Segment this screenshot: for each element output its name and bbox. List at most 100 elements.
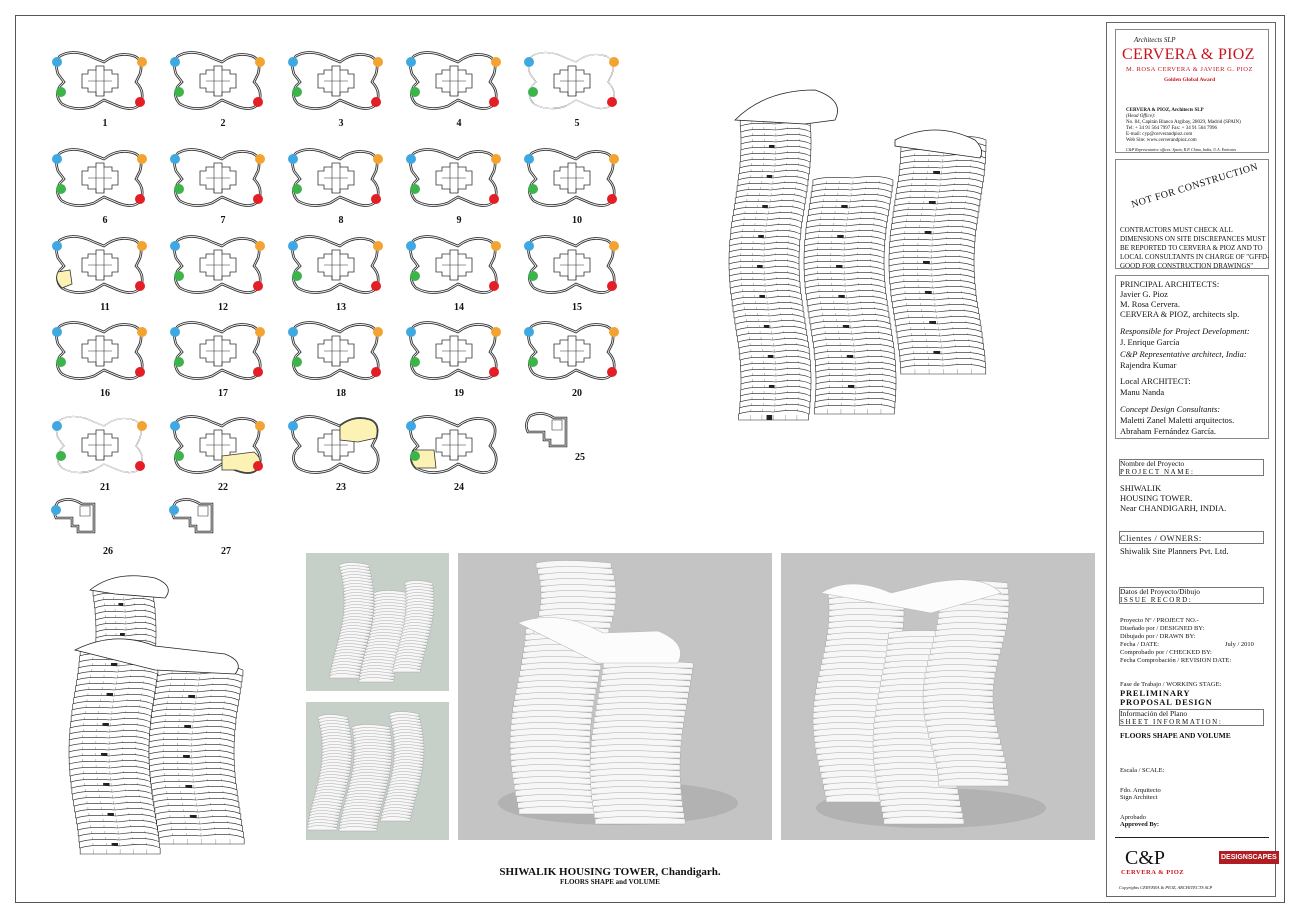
floor-plan-label-19: 19: [454, 388, 464, 399]
render-slab: [539, 602, 616, 611]
office-phone: Tel: + 34 91 564 7997 Fax: + 34 91 564 7…: [1126, 126, 1217, 131]
corner-marker: [371, 281, 381, 291]
floor-plan-12: [170, 235, 265, 294]
corner-marker: [491, 241, 501, 251]
render-slab: [590, 786, 682, 795]
floor-plan-label-15: 15: [572, 302, 582, 313]
render-slab: [593, 714, 685, 723]
render-slab: [922, 694, 994, 703]
render-slab: [922, 688, 994, 697]
render-slab: [880, 798, 961, 807]
render-slab: [828, 614, 904, 623]
floor-plan-label-2: 2: [220, 118, 226, 129]
corner-marker: [255, 241, 265, 251]
corner-marker: [52, 241, 62, 251]
project-name-label-box: [1119, 459, 1264, 476]
corner-marker: [288, 327, 298, 337]
corner-marker: [410, 87, 420, 97]
render-slab: [877, 786, 959, 795]
corner-marker: [406, 327, 416, 337]
corner-marker: [292, 357, 302, 367]
render-roof: [517, 617, 681, 664]
consultants-label: Concept Design Consultants:: [1120, 404, 1221, 414]
corner-marker: [491, 154, 501, 164]
floor-plan-label-22: 22: [218, 482, 228, 493]
contractor-notice: CONTRACTORS MUST CHECK ALL DIMENSIONS ON…: [1120, 226, 1270, 270]
floor-plan-label-6: 6: [102, 215, 108, 226]
floor-plan-label-18: 18: [336, 388, 346, 399]
render-slab: [878, 792, 960, 801]
render-tower-c: [392, 580, 435, 673]
plan-core: [551, 419, 563, 431]
corner-marker: [135, 281, 145, 291]
corner-marker: [292, 184, 302, 194]
floor-plan-label-23: 23: [336, 482, 346, 493]
render-slab: [596, 696, 688, 705]
render-slab: [936, 622, 1007, 631]
floor-plan-label-5: 5: [574, 118, 580, 129]
isometric-view-left: [68, 575, 245, 855]
floor-plan-16: [52, 321, 147, 380]
corner-marker: [292, 87, 302, 97]
render-slab: [936, 760, 1007, 769]
title-block: Architects SLP CERVERA & PIOZ M. ROSA CE…: [1106, 22, 1279, 897]
render-slab: [540, 596, 616, 605]
isometric-view-right: [728, 89, 987, 421]
floor-plan-label-3: 3: [338, 118, 344, 129]
owners-name: Shiwalik Site Planners Pvt. Ltd.: [1120, 546, 1229, 556]
office-address: CERVERA & PIOZ, Architects SLP (Head Off…: [1126, 108, 1271, 153]
corner-marker: [288, 241, 298, 251]
floor-plan-3: [288, 51, 383, 110]
floor-plan-14: [406, 235, 501, 294]
floor-plan-6: [52, 148, 147, 207]
corner-marker: [52, 154, 62, 164]
corner-marker: [373, 154, 383, 164]
corner-marker: [253, 461, 263, 471]
project-name-2: HOUSING TOWER.: [1120, 493, 1193, 503]
floor-plan-label-9: 9: [456, 215, 462, 226]
logo-tagline: Architects SLP: [1134, 36, 1176, 44]
corner-marker: [170, 241, 180, 251]
corner-marker: [371, 367, 381, 377]
render-slab: [599, 684, 690, 693]
tower-roof-d: [73, 638, 239, 675]
sheet-info-label-box: [1119, 709, 1264, 726]
floor-plan-label-26: 26: [103, 546, 113, 557]
render-tower-a: [306, 714, 353, 831]
render-thumbnail-2: [306, 702, 449, 840]
render-volume-2: [781, 553, 1095, 840]
corner-marker: [255, 57, 265, 67]
floor-plan-4: [406, 51, 501, 110]
render-slab: [590, 774, 681, 783]
floor-plan-label-1: 1: [102, 118, 108, 129]
tower-dark-window: [766, 415, 773, 420]
issue-record-label-box: [1119, 587, 1264, 604]
plan-core: [197, 505, 209, 517]
corner-marker: [491, 327, 501, 337]
floor-plan-label-20: 20: [572, 388, 582, 399]
sheet-info-label-en: SHEET INFORMATION:: [1120, 718, 1223, 726]
corner-marker: [373, 327, 383, 337]
corner-marker: [174, 357, 184, 367]
corner-marker: [609, 241, 619, 251]
floor-plan-label-10: 10: [572, 215, 582, 226]
copyright: Copyrights CERVERA & PIOZ, ARCHITECTS SL…: [1119, 885, 1213, 890]
floor-plan-23: [288, 415, 380, 474]
render-slab: [358, 677, 395, 683]
floor-plan-26: [51, 498, 96, 534]
tower-c: [888, 136, 987, 375]
cp-logo: C&P: [1125, 847, 1166, 869]
render-slab: [518, 674, 599, 683]
render-slab: [510, 716, 592, 725]
plan-core: [79, 505, 91, 517]
corner-marker: [410, 451, 420, 461]
floor-plan-label-17: 17: [218, 388, 228, 399]
local-architect-name: Manu Nanda: [1120, 387, 1165, 397]
floor-plan-25: [525, 412, 568, 448]
drawing-sheet-border: [15, 15, 1285, 903]
floor-plan-22: [170, 415, 265, 474]
floor-plan-13: [288, 235, 383, 294]
sign-architect-en: Sign Architect: [1120, 794, 1158, 801]
owners-label: Clientes / OWNERS:: [1120, 533, 1202, 543]
corner-marker: [371, 194, 381, 204]
